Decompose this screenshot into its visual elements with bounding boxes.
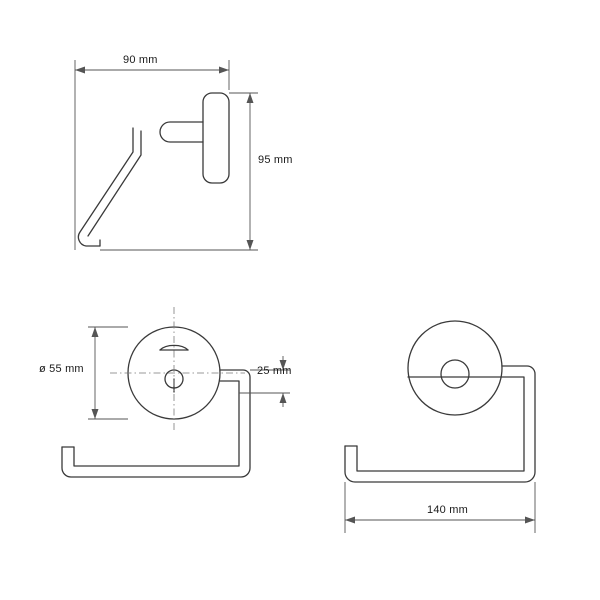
side-view-hook-inner <box>87 130 142 237</box>
side-view-geometry <box>77 92 230 247</box>
side-view-wall-plate <box>202 92 230 184</box>
front-view-plain-hub <box>440 359 470 389</box>
arrow-left-90 <box>75 66 85 74</box>
front-view-dimensioned-geometry <box>61 326 251 478</box>
dimension-label-height-95: 95 mm <box>258 154 293 166</box>
front-view-bar-outer <box>61 369 251 478</box>
arrow-right-90 <box>219 66 229 74</box>
side-view-dimension-lines <box>74 60 258 251</box>
front-view-plain-rosette <box>407 320 503 416</box>
arrow-bottom-95 <box>246 240 254 250</box>
arrow-right-140 <box>525 516 535 524</box>
front-view-dimension-lines <box>88 326 290 420</box>
front-view-plain-geometry <box>344 320 536 483</box>
dimension-label-width-90: 90 mm <box>123 54 158 66</box>
front-view-plain-bar-inner <box>356 376 525 472</box>
arrow-top-95 <box>246 93 254 103</box>
arrow-bottom-55 <box>91 409 99 419</box>
arrow-bottom-25 <box>279 393 287 403</box>
arrow-top-25 <box>279 360 287 370</box>
arrow-left-140 <box>345 516 355 524</box>
front-view-top-detail <box>159 344 189 351</box>
arrow-top-55 <box>91 327 99 337</box>
dimension-label-depth-25: 25 mm <box>257 365 292 377</box>
side-view-arm <box>159 121 204 143</box>
front-view-plain-dimension-lines <box>344 482 536 533</box>
front-view-centerlines <box>110 307 245 432</box>
front-view-plain-bar-outer <box>344 365 536 483</box>
dimension-label-diameter-55: ø 55 mm <box>39 363 84 375</box>
dimension-label-width-140: 140 mm <box>427 504 468 516</box>
front-view-bar-inner <box>73 380 240 467</box>
side-view-hook-outer <box>77 127 134 247</box>
